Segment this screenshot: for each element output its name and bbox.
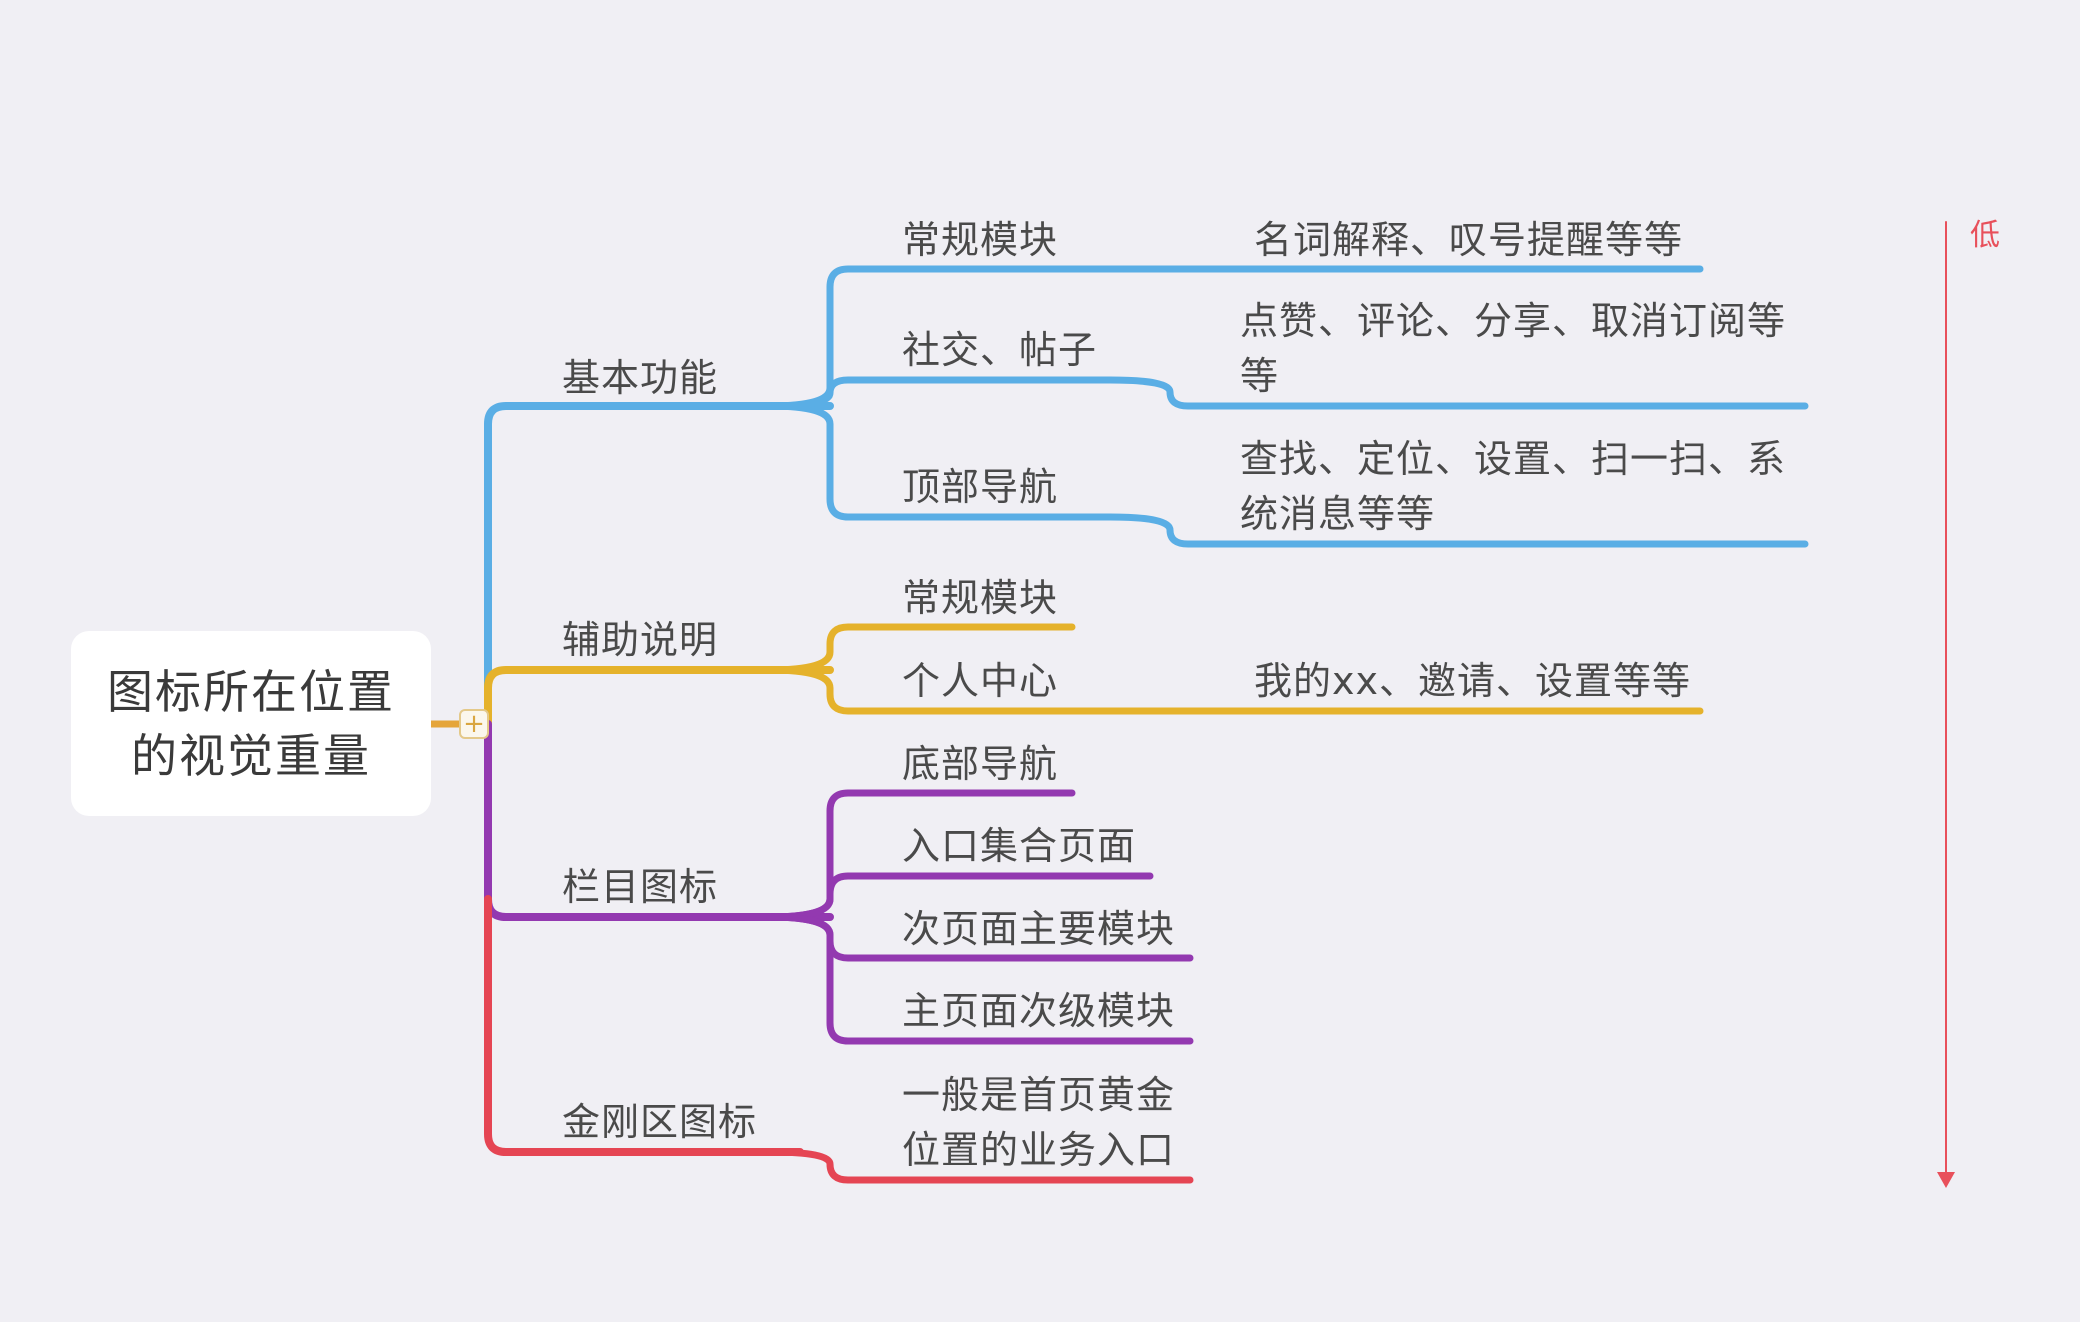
node-column-subpage[interactable]: 次页面主要模块 bbox=[902, 907, 1176, 951]
edge-basic-social bbox=[766, 376, 1114, 410]
node-column-entry[interactable]: 入口集合页面 bbox=[902, 824, 1137, 868]
node-kingkong-home[interactable]: 一般是首页黄金位置的业务入口 bbox=[902, 1073, 1176, 1172]
edge-basic-topnav-detail bbox=[1106, 513, 1809, 548]
edge-aux-personal bbox=[766, 666, 1704, 715]
detail-basic-topnav[interactable]: 查找、定位、设置、扫一扫、系统消息等等 bbox=[1240, 437, 1787, 536]
arrow-down-icon bbox=[1937, 1172, 1955, 1188]
detail-aux-personal[interactable]: 我的xx、邀请、设置等等 bbox=[1254, 659, 1691, 703]
node-aux[interactable]: 辅助说明 bbox=[562, 618, 719, 662]
node-basic[interactable]: 基本功能 bbox=[562, 356, 719, 400]
edge-kingkong-home bbox=[766, 1148, 1194, 1184]
edge-column-entry bbox=[766, 872, 1154, 921]
node-basic-topnav[interactable]: 顶部导航 bbox=[902, 465, 1059, 509]
edge-basic bbox=[484, 402, 834, 728]
node-aux-personal[interactable]: 个人中心 bbox=[902, 659, 1059, 703]
edge-aux-regular bbox=[766, 623, 1076, 674]
detail-basic-regular[interactable]: 名词解释、叹号提醒等等 bbox=[1254, 218, 1684, 262]
edge-basic-topnav bbox=[766, 402, 1114, 521]
root-node[interactable]: 图标所在位置 的视觉重量 bbox=[71, 631, 431, 816]
node-basic-social[interactable]: 社交、帖子 bbox=[902, 328, 1098, 372]
node-basic-regular[interactable]: 常规模块 bbox=[902, 218, 1059, 262]
node-column-mainpage[interactable]: 主页面次级模块 bbox=[902, 989, 1176, 1033]
node-column[interactable]: 栏目图标 bbox=[562, 865, 719, 909]
edge-aux bbox=[484, 666, 834, 728]
root-title-line-2: 的视觉重量 bbox=[131, 728, 371, 783]
detail-basic-social[interactable]: 点赞、评论、分享、取消订阅等等 bbox=[1240, 299, 1787, 398]
node-aux-regular[interactable]: 常规模块 bbox=[902, 576, 1059, 620]
edge-kingkong bbox=[484, 895, 804, 1156]
plus-icon[interactable]: + bbox=[459, 709, 489, 739]
node-column-bottomnav[interactable]: 底部导航 bbox=[902, 742, 1059, 786]
root-title: 图标所在位置 的视觉重量 bbox=[107, 660, 395, 788]
scale-label-low: 低 bbox=[1970, 218, 2000, 253]
node-kingkong[interactable]: 金刚区图标 bbox=[562, 1100, 758, 1144]
root-title-line-1: 图标所在位置 bbox=[107, 664, 395, 719]
edge-basic-social-detail bbox=[1106, 376, 1809, 410]
edge-column-mainpage bbox=[766, 913, 1194, 1045]
